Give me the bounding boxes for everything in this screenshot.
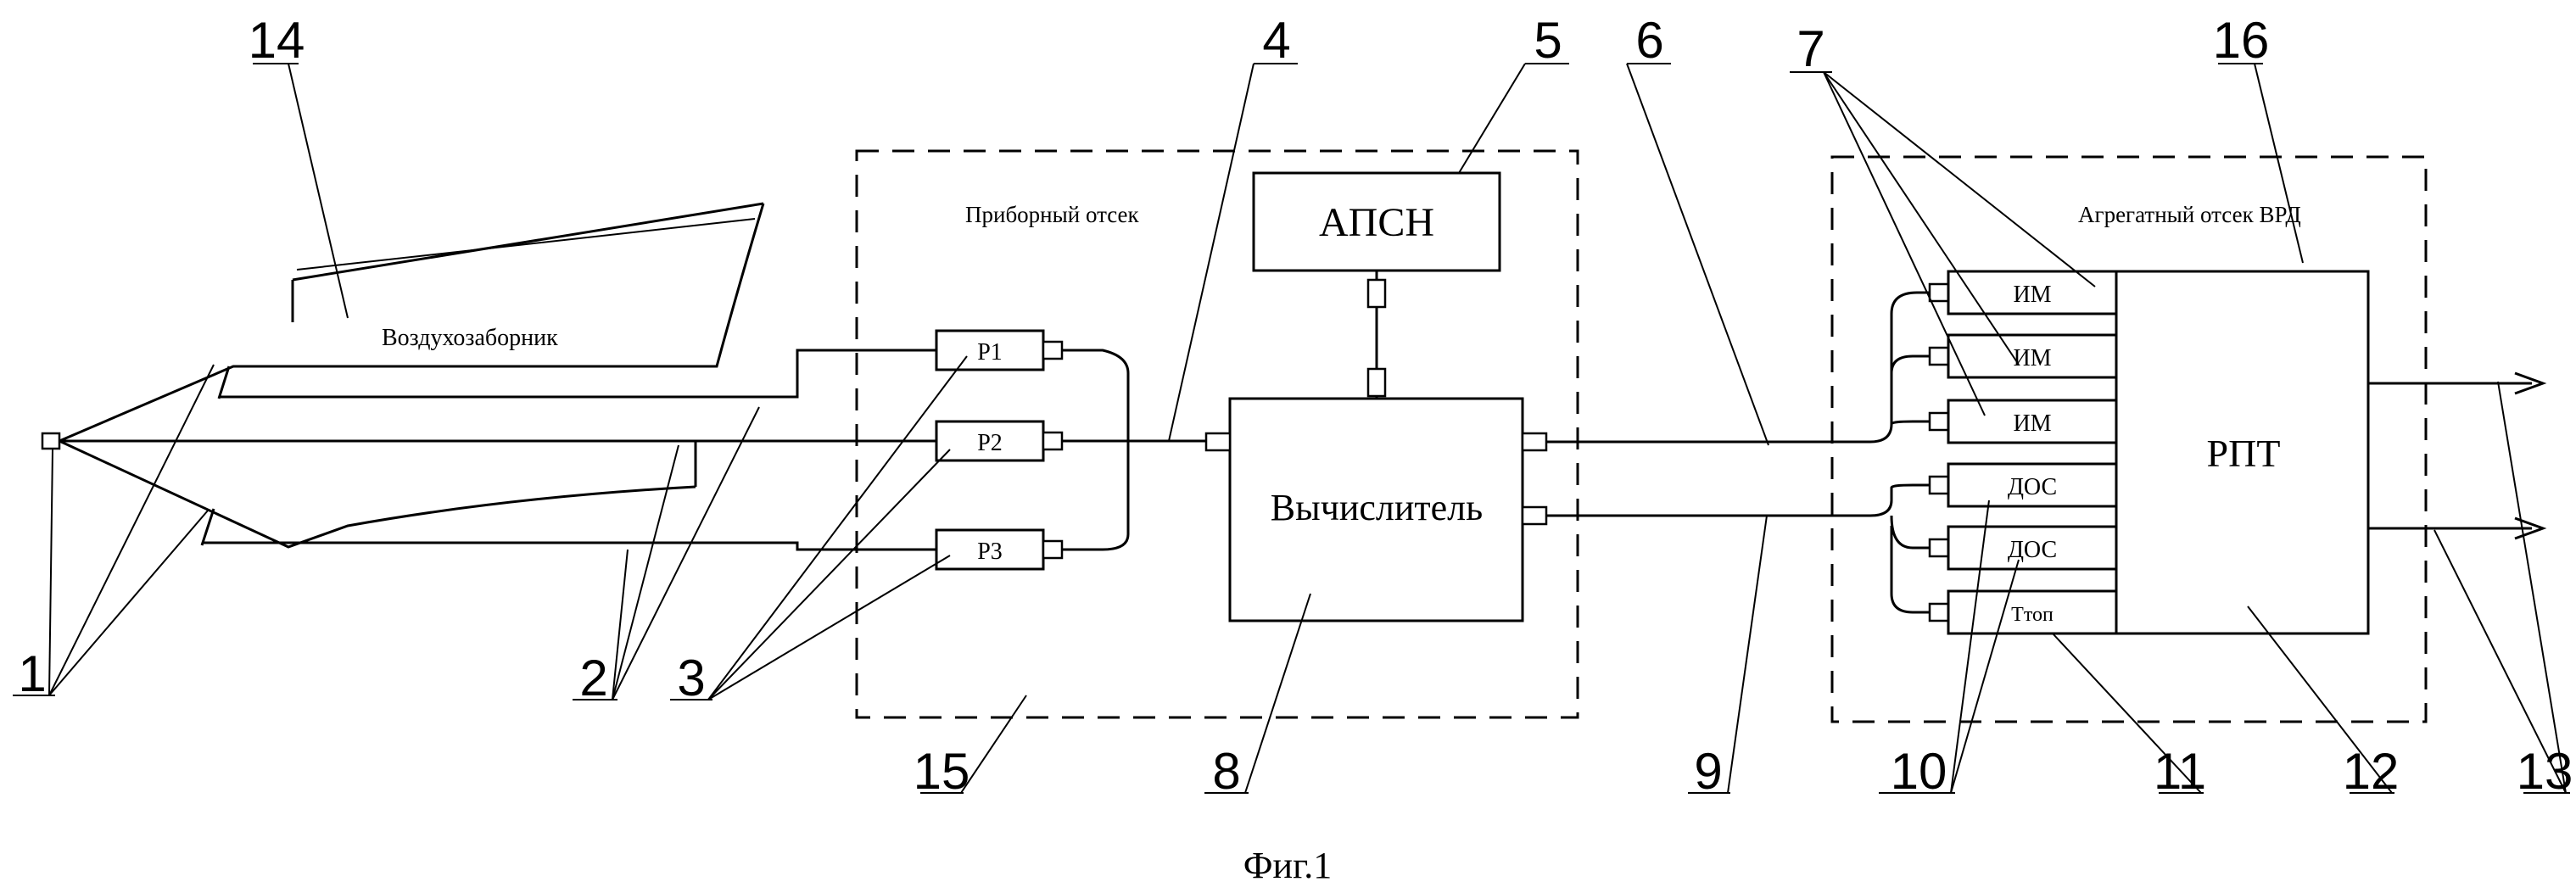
sensor-p1-label: Р1 [977,339,1003,366]
ttop-label: Ттоп [2011,604,2054,626]
ref-8: 8 [1212,743,1240,800]
intake-label: Воздухозаборник [382,325,558,351]
im-2-label: ИМ [2013,345,2051,371]
ref-12: 12 [2343,743,2400,800]
computer-output-connector-1 [1521,432,1548,452]
ref-15: 15 [914,743,970,800]
computer-input-connector [1204,432,1232,452]
fuel-outputs [2368,371,2547,540]
ref-9: 9 [1694,743,1722,800]
ref-6: 6 [1635,12,1663,69]
pressure-line-p1 [221,349,936,399]
computer-label: Вычислитель [1271,487,1483,528]
im-3-label: ИМ [2013,410,2051,437]
dos-2-label: ДОС [2008,537,2057,563]
im-1-label: ИМ [2013,282,2051,308]
apsn-block [1252,171,1501,272]
instrument-bay-boundary [855,149,1579,719]
sensor-p3-label: Р3 [977,539,1003,565]
ref-16: 16 [2213,12,2270,69]
sensor-harness [1869,483,1930,614]
air-intake [41,202,765,549]
sensor-p1 [935,329,1045,371]
probe-tip [41,432,61,450]
leader-lines [13,63,2570,794]
ref-10: 10 [1891,743,1947,800]
pressure-line-p3 [204,541,936,551]
actuator-im-3 [1947,399,2118,444]
rpt-label: РПТ [2207,432,2281,475]
dos-1-label: ДОС [2008,474,2057,500]
sensor-p2 [935,420,1045,462]
instrument-bay-label: Приборный отсек [965,202,1140,227]
feedback-sensor-dos-2 [1947,525,2118,571]
ref-14: 14 [249,12,305,69]
ref-5: 5 [1534,12,1562,69]
sensor-p2-label: Р2 [977,430,1003,456]
rpt-block [2115,270,2370,635]
ref-13: 13 [2517,743,2573,800]
apsn-label: АПСН [1319,200,1434,245]
figure-caption: Фиг.1 [1243,845,1332,886]
computer-block [1228,397,1524,622]
ref-1: 1 [18,645,46,702]
ref-4: 4 [1262,12,1290,69]
sensor-bus [1062,349,1130,551]
ref-7: 7 [1796,20,1824,77]
computer-output-connector-2 [1521,505,1548,526]
im-harness [1869,291,1930,444]
ref-3: 3 [677,650,705,706]
ref-2: 2 [579,650,607,706]
aggregate-bay-label: Агрегатный отсек ВРД [2078,202,2301,227]
ref-11: 11 [2154,743,2206,800]
actuator-im-1 [1947,270,2118,315]
aggregate-bay-boundary [1830,155,2428,723]
